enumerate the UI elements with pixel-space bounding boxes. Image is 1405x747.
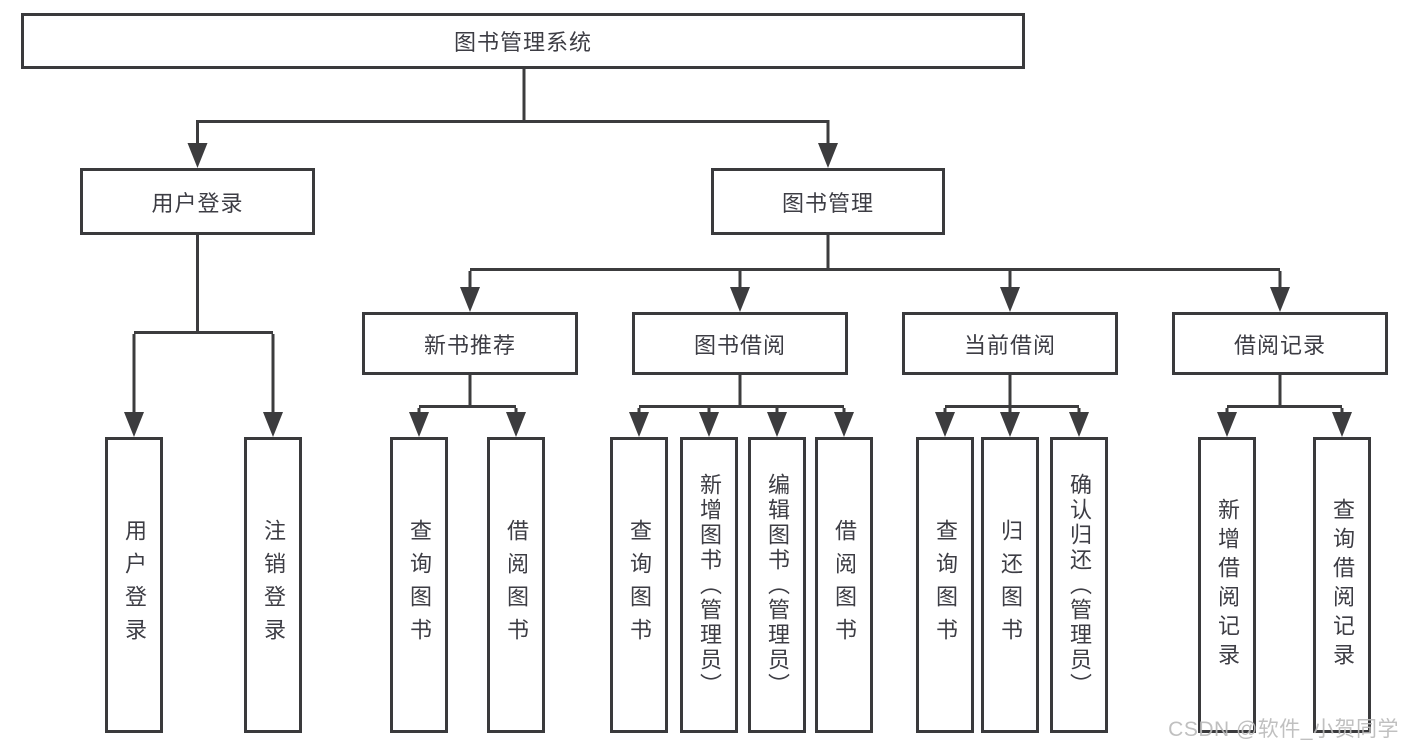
arrowhead-leaf — [834, 412, 854, 437]
leaf-borrow-books-2-label: 借阅图书 — [832, 519, 857, 651]
leaf-logout-label: 注销登录 — [261, 519, 286, 651]
arrowhead-user-login — [187, 143, 208, 168]
leaf-add-borrow-record: 新增借阅记录 — [1198, 437, 1256, 733]
leaf-confirm-return-admin: 确认归还（管理员） — [1050, 437, 1108, 733]
node-book-borrowing-label: 图书借阅 — [693, 332, 786, 358]
arrowhead-leaf — [629, 412, 649, 437]
node-current-borrowing: 当前借阅 — [902, 312, 1118, 375]
arrowhead-leaf — [699, 412, 719, 437]
arrowhead-book-management — [818, 143, 838, 168]
leaf-query-borrow-record: 查询借阅记录 — [1313, 437, 1371, 733]
arrowhead-new-book-rec — [460, 287, 480, 312]
node-new-book-recommendation-label: 新书推荐 — [423, 332, 516, 358]
node-new-book-recommendation: 新书推荐 — [362, 312, 578, 375]
leaf-edit-books-admin-label: 编辑图书（管理员） — [765, 472, 790, 698]
leaf-query-books-3: 查询图书 — [916, 437, 974, 733]
leaf-query-borrow-record-label: 查询借阅记录 — [1330, 498, 1355, 672]
arrowhead-leaf — [767, 412, 787, 437]
leaf-add-books-admin: 新增图书（管理员） — [680, 437, 738, 733]
node-root: 图书管理系统 — [21, 13, 1025, 69]
leaf-return-books-label: 归还图书 — [998, 519, 1023, 651]
leaf-add-borrow-record-label: 新增借阅记录 — [1215, 498, 1240, 672]
node-borrowing-records-label: 借阅记录 — [1233, 332, 1326, 358]
leaf-confirm-return-admin-label: 确认归还（管理员） — [1067, 472, 1092, 698]
node-book-management-label: 图书管理 — [781, 190, 874, 216]
node-user-login-label: 用户登录 — [151, 190, 244, 216]
arrowhead-leaf — [1217, 412, 1237, 437]
node-book-management: 图书管理 — [711, 168, 945, 235]
leaf-logout: 注销登录 — [244, 437, 302, 733]
node-borrowing-records: 借阅记录 — [1172, 312, 1388, 375]
leaf-query-books-1: 查询图书 — [390, 437, 448, 733]
connector-book-borrow-group — [637, 375, 846, 415]
leaf-borrow-books-1-label: 借阅图书 — [504, 519, 529, 651]
leaf-query-books-2: 查询图书 — [610, 437, 668, 733]
arrowhead-leaf-logout — [263, 412, 283, 437]
leaf-query-books-1-label: 查询图书 — [407, 519, 432, 651]
node-current-borrowing-label: 当前借阅 — [963, 332, 1056, 358]
connector-new-book-rec-group — [417, 375, 518, 415]
leaf-add-books-admin-label: 新增图书（管理员） — [697, 472, 722, 698]
connector-book-management-group — [468, 235, 1282, 290]
arrowhead-leaf-login — [124, 412, 144, 437]
leaf-edit-books-admin: 编辑图书（管理员） — [748, 437, 806, 733]
csdn-watermark: CSDN @软件_小贺同学 — [1168, 718, 1399, 741]
node-root-label: 图书管理系统 — [453, 30, 592, 55]
leaf-return-books: 归还图书 — [981, 437, 1039, 733]
connector-current-borrow-group — [943, 375, 1081, 415]
arrowhead-leaf — [1069, 412, 1089, 437]
leaf-query-books-3-label: 查询图书 — [933, 519, 958, 651]
arrowhead-borrow-records — [1270, 287, 1290, 312]
leaf-borrow-books-2: 借阅图书 — [815, 437, 873, 733]
leaf-user-login-label: 用户登录 — [122, 519, 147, 651]
leaf-user-login: 用户登录 — [105, 437, 163, 733]
arrowhead-leaf — [409, 412, 429, 437]
leaf-query-books-2-label: 查询图书 — [627, 519, 652, 651]
arrowhead-leaf — [506, 412, 526, 437]
arrowhead-leaf — [935, 412, 955, 437]
leaf-borrow-books-1: 借阅图书 — [487, 437, 545, 733]
arrowhead-leaf — [1000, 412, 1020, 437]
connector-user-login-group — [132, 235, 275, 415]
arrowhead-current-borrow — [1000, 287, 1020, 312]
arrowhead-leaf — [1332, 412, 1352, 437]
node-book-borrowing: 图书借阅 — [632, 312, 848, 375]
arrowhead-book-borrow — [730, 287, 750, 312]
node-user-login: 用户登录 — [80, 168, 315, 235]
connector-borrow-records-group — [1225, 375, 1344, 415]
connector-root-split — [196, 120, 830, 146]
